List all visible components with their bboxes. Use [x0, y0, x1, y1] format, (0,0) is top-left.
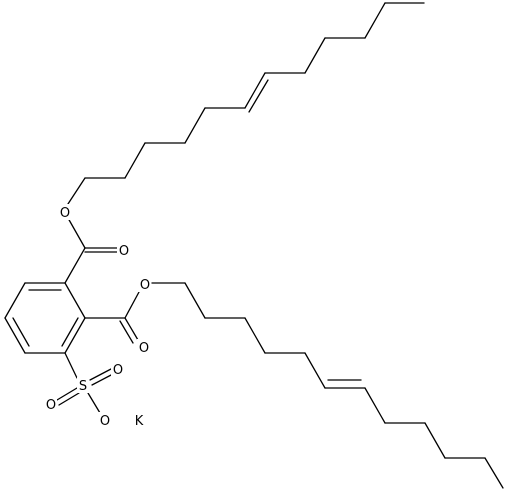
- atom-k: K: [133, 412, 145, 429]
- potassium-label: K: [135, 414, 144, 429]
- sulfonate-group: [56, 352, 114, 414]
- lower-dodecenyl-chain: [151, 282, 504, 489]
- lower-ester-group: [84, 291, 140, 344]
- atom-o-carbonyl-bottom: O: [137, 339, 150, 356]
- sulfur-label: S: [79, 379, 87, 394]
- atom-o-carbonyl-top: O: [117, 242, 130, 259]
- oxygen-label: O: [140, 278, 150, 293]
- atom-s: S: [77, 377, 89, 394]
- atom-o-sulfonate: O: [98, 412, 111, 429]
- oxygen-label: O: [100, 414, 110, 429]
- benzene-ring: [4, 282, 86, 354]
- upper-dodecenyl-chain: [65, 2, 425, 208]
- atom-o-sulfonyl-right: O: [111, 361, 124, 378]
- atom-o-sulfonyl-left: O: [44, 396, 57, 413]
- oxygen-label: O: [119, 244, 129, 259]
- upper-ester-group: [64, 217, 118, 284]
- atom-o-ester-top: O: [58, 204, 71, 221]
- oxygen-label: O: [46, 398, 56, 413]
- atom-o-ester-bottom: O: [138, 276, 151, 293]
- oxygen-label: O: [60, 206, 70, 221]
- oxygen-label: O: [139, 341, 149, 356]
- oxygen-label: O: [113, 363, 123, 378]
